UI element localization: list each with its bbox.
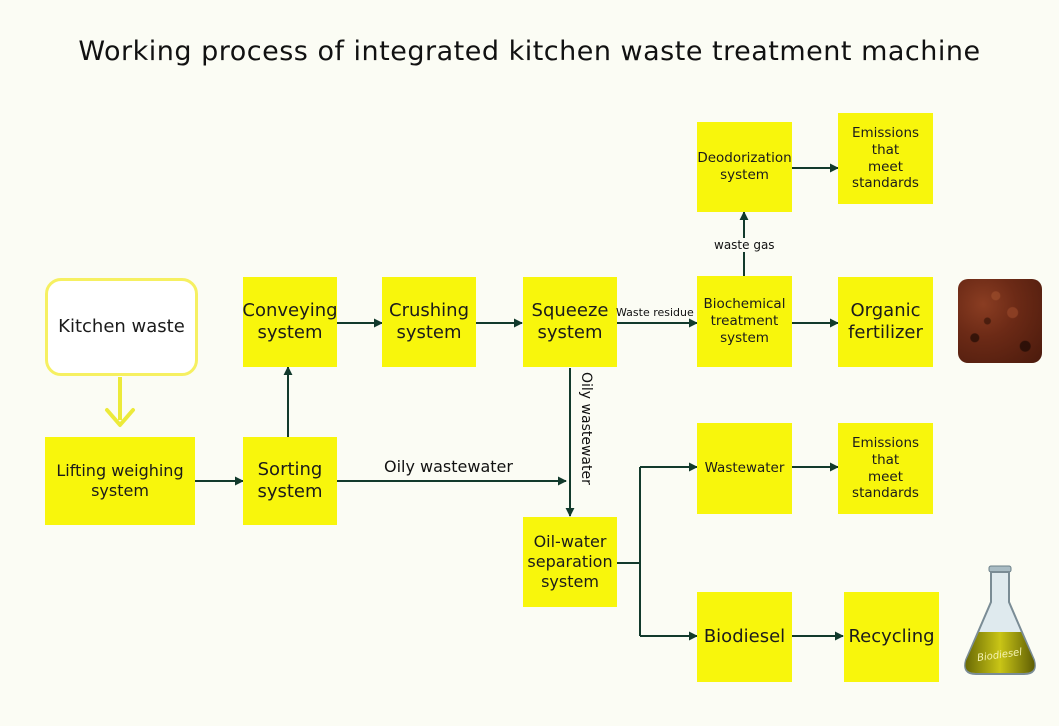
arrow-oilwater-branch (617, 462, 698, 641)
node-wastewater: Wastewater (697, 423, 792, 514)
label-oily-wastewater-vertical: Oily wastewater (578, 372, 594, 485)
organic-fertilizer-image (958, 279, 1042, 363)
node-biodiesel: Biodiesel (697, 592, 792, 682)
node-kitchen-waste: Kitchen waste (45, 278, 198, 376)
label-waste-residue: Waste residue (616, 306, 694, 319)
label-oily-wastewater-horizontal: Oily wastewater (384, 457, 513, 476)
biodiesel-flask-image: Biodiesel (964, 565, 1036, 675)
diagram-title: Working process of integrated kitchen wa… (78, 36, 981, 67)
node-recycling: Recycling (844, 592, 939, 682)
arrow-kitchen-to-lifting (105, 377, 135, 427)
label-waste-gas: waste gas (711, 238, 778, 252)
